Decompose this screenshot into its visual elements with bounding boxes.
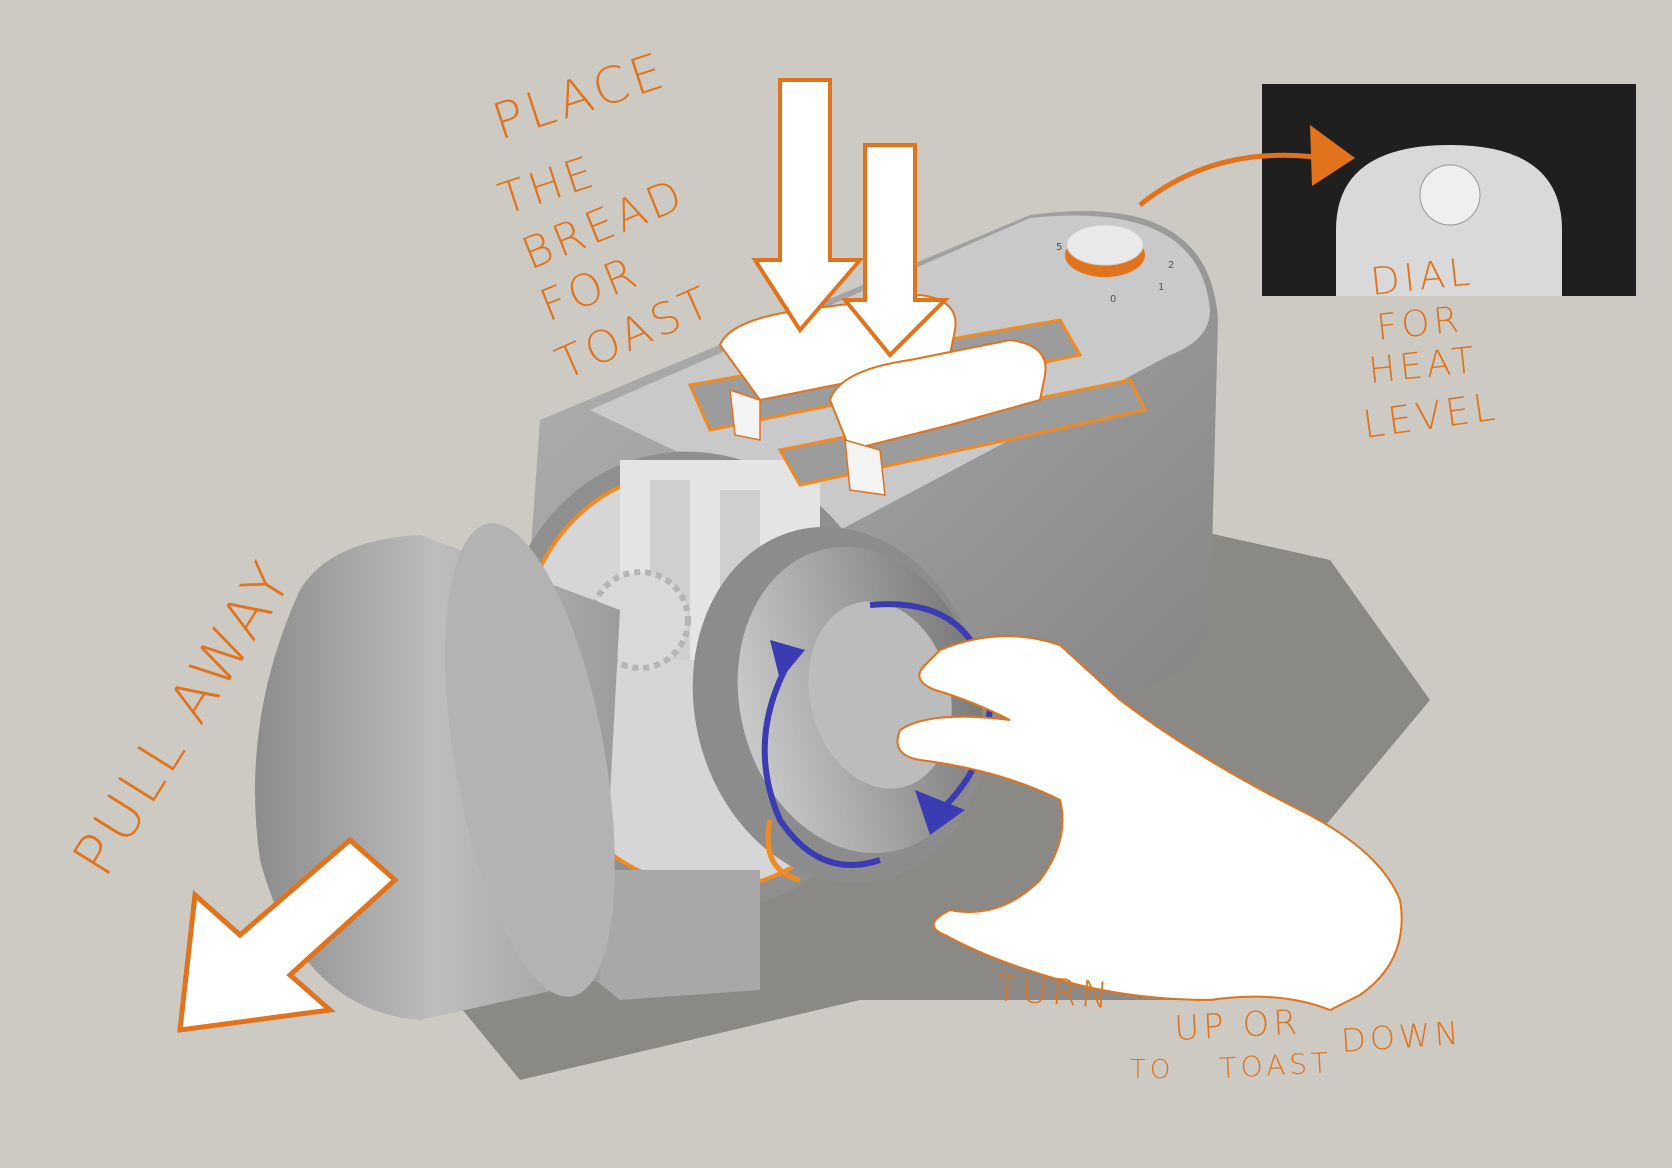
label-to: TO [1130, 1055, 1174, 1085]
label-down: DOWN [1340, 1014, 1464, 1060]
label-turn-toast: TOAST [1219, 1046, 1333, 1085]
label-level: LEVEL [1360, 384, 1501, 447]
label-up-or: UP OR [1173, 1002, 1302, 1049]
label-place: PLACE [486, 41, 674, 151]
dial-mark: 5 [1056, 242, 1062, 253]
label-turn: TURN [994, 968, 1113, 1017]
dial-mark: 1 [1158, 282, 1164, 293]
dial-mark: 0 [1110, 294, 1116, 305]
place-bread-label: PLACE THE BREAD FOR TOAST [486, 41, 721, 390]
dial-mark: 2 [1168, 260, 1174, 271]
